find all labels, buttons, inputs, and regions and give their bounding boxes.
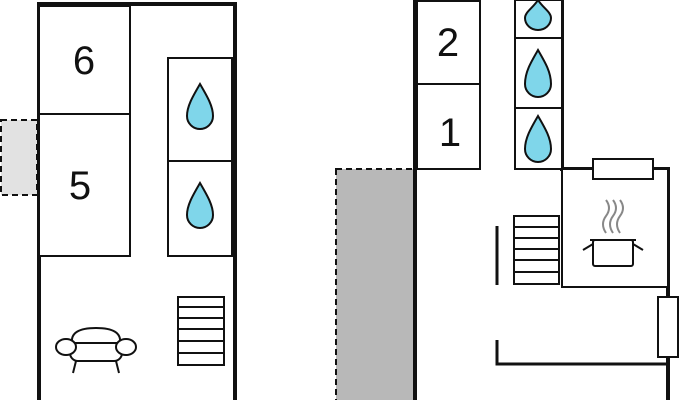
radiator-icon <box>657 296 679 358</box>
water-drop-icon <box>185 82 215 130</box>
balcony-left <box>0 119 38 196</box>
right-floor: 2 1 <box>335 0 679 400</box>
room-1 <box>416 83 481 170</box>
kitchen <box>561 168 669 288</box>
water-drop-icon <box>523 48 553 98</box>
stairs-icon <box>513 215 560 285</box>
terrace <box>335 168 415 400</box>
water-drop-icon <box>523 0 553 31</box>
room-6-label: 6 <box>73 39 95 83</box>
room-5 <box>38 113 131 257</box>
interior-wall <box>495 340 668 366</box>
room-5-label: 5 <box>69 164 91 208</box>
room-2-label: 2 <box>437 21 459 65</box>
room-1-label: 1 <box>439 111 461 155</box>
water-drop-icon <box>185 181 215 229</box>
stairs-icon <box>177 296 225 366</box>
cooking-pot-icon <box>582 199 644 267</box>
water-drop-icon <box>523 114 553 163</box>
left-floor: 6 5 <box>0 2 237 400</box>
sofa-icon <box>55 326 137 374</box>
room-2 <box>416 0 481 85</box>
radiator-icon <box>592 158 654 180</box>
